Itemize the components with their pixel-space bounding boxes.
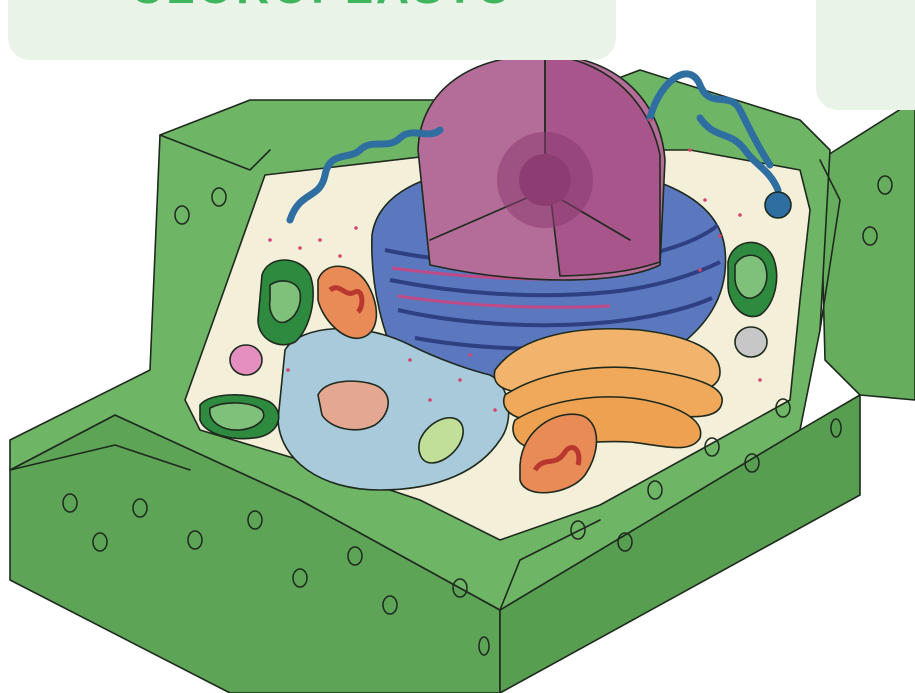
microtubule-end <box>765 192 791 218</box>
label-card-chloroplast: CLOROPLASTO <box>8 0 616 60</box>
vesicle-pink <box>230 345 262 375</box>
vesicle-grey <box>735 327 767 357</box>
golgi-apparatus <box>494 329 722 448</box>
label-card-secondary <box>816 0 915 110</box>
label-title: CLOROPLASTO <box>130 0 515 14</box>
nucleolus <box>519 154 571 206</box>
nucleus <box>418 55 665 280</box>
